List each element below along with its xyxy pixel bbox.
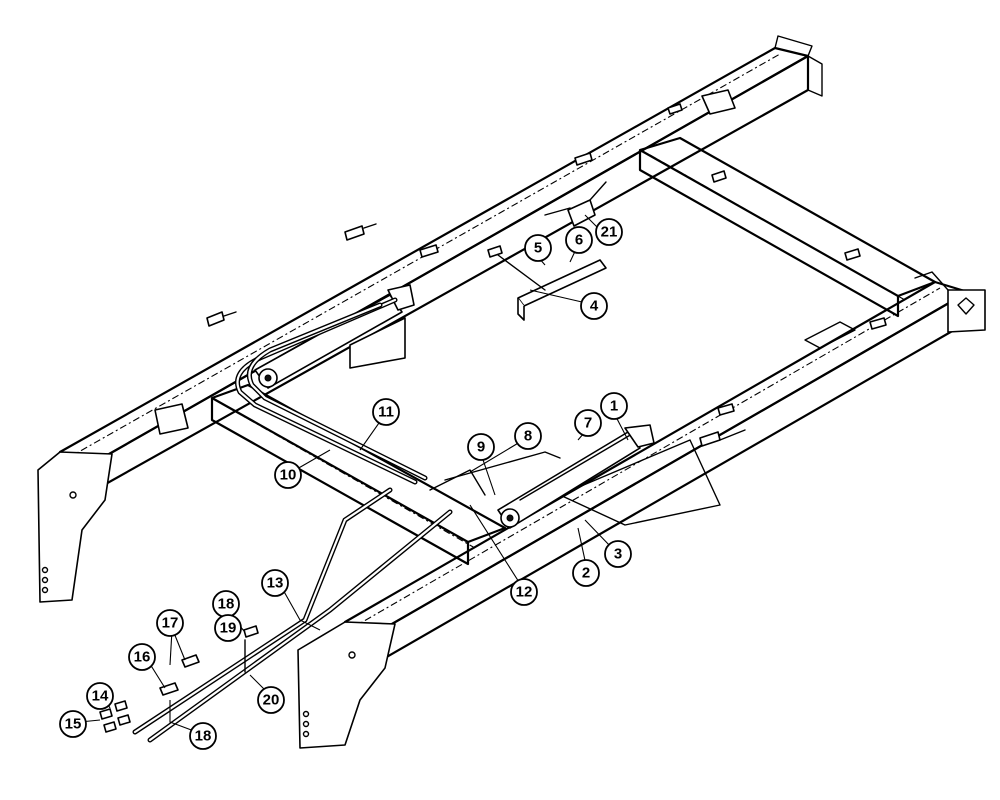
skirt — [559, 439, 721, 526]
callout-4: 4 — [580, 292, 608, 320]
svg-text:15: 15 — [65, 716, 82, 733]
callouts: 1 2 3 4 5 6 7 8 9 10 11 12 13 14 15 16 1… — [59, 218, 632, 750]
front-plate-left — [37, 451, 113, 603]
svg-text:4: 4 — [590, 298, 599, 315]
callout-5: 5 — [524, 234, 552, 262]
svg-text:11: 11 — [378, 404, 394, 421]
callout-2: 2 — [572, 559, 600, 587]
cylinder-right — [497, 424, 655, 529]
svg-text:3: 3 — [614, 546, 622, 563]
part-21-solenoid — [544, 181, 607, 227]
part-4-bar — [497, 254, 607, 321]
svg-text:2: 2 — [582, 565, 590, 582]
svg-text:1: 1 — [610, 398, 618, 415]
svg-text:19: 19 — [220, 620, 237, 637]
svg-text:5: 5 — [534, 240, 542, 257]
callout-20: 20 — [257, 686, 285, 714]
callout-18-bottom: 18 — [189, 722, 217, 750]
callout-3: 3 — [604, 540, 632, 568]
callout-21: 21 — [595, 218, 623, 246]
callout-1: 1 — [600, 392, 628, 420]
svg-text:17: 17 — [162, 615, 179, 632]
svg-text:10: 10 — [280, 467, 297, 484]
pins — [206, 223, 721, 447]
svg-text:6: 6 — [575, 232, 583, 249]
callout-8: 8 — [514, 422, 542, 450]
end-plate-right — [914, 271, 986, 333]
svg-text:16: 16 — [134, 649, 151, 666]
svg-text:18: 18 — [195, 728, 212, 745]
front-fittings — [99, 625, 259, 733]
callout-17: 17 — [156, 609, 184, 637]
svg-text:7: 7 — [584, 415, 592, 432]
svg-text:18: 18 — [218, 596, 235, 613]
callout-19: 19 — [214, 614, 242, 642]
svg-text:13: 13 — [267, 575, 284, 592]
rear-crossmember — [638, 136, 937, 318]
svg-text:12: 12 — [516, 584, 533, 601]
callout-13: 13 — [261, 569, 289, 597]
callout-15: 15 — [59, 710, 87, 738]
svg-text:20: 20 — [263, 692, 280, 709]
callout-11: 11 — [372, 398, 400, 426]
callout-14: 14 — [86, 682, 114, 710]
callout-6: 6 — [565, 226, 593, 254]
right-rail — [343, 280, 970, 664]
callout-10: 10 — [274, 461, 302, 489]
frame — [37, 35, 986, 749]
callout-16: 16 — [128, 643, 156, 671]
callout-9: 9 — [467, 433, 495, 461]
svg-text:8: 8 — [524, 428, 532, 445]
callout-18-top: 18 — [212, 590, 240, 618]
svg-text:14: 14 — [92, 688, 109, 705]
hoses — [132, 297, 561, 743]
svg-text:21: 21 — [601, 224, 618, 241]
svg-text:9: 9 — [477, 439, 485, 456]
front-plate-right — [297, 621, 396, 749]
rail-brackets — [154, 89, 887, 441]
callout-12: 12 — [510, 578, 538, 606]
callout-7: 7 — [574, 409, 602, 437]
